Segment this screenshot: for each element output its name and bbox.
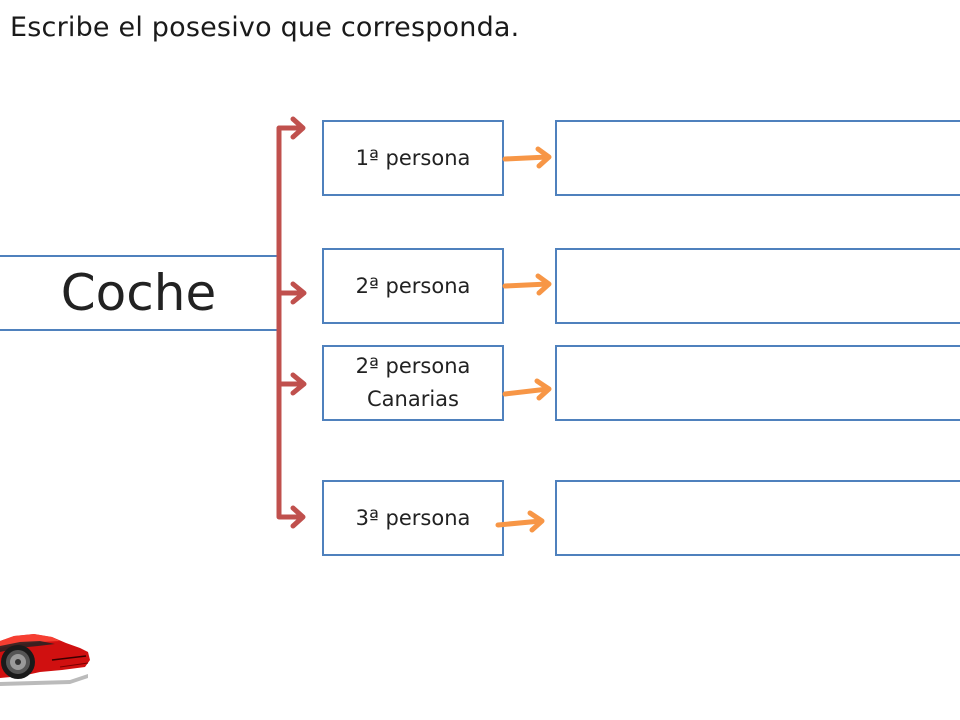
answer-box-3[interactable] <box>555 480 960 556</box>
person-label: 3ª persona <box>355 505 471 530</box>
answer-arrow-1 <box>502 154 551 162</box>
answer-arrow-head-3 <box>534 378 552 401</box>
person-label: 2ª persona <box>355 273 471 298</box>
answer-arrow-4 <box>495 518 544 528</box>
person-box-2-canarias: 2ª persona Canarias <box>322 345 504 421</box>
branch-arrow-head-2 <box>290 281 307 305</box>
branch-arrow-head-1 <box>290 116 306 140</box>
answer-arrow-head-4 <box>527 510 545 533</box>
answer-arrow-3 <box>502 386 551 397</box>
answer-arrow-2 <box>502 281 551 289</box>
branch-arrows <box>276 116 307 529</box>
answer-arrows <box>495 146 552 533</box>
answer-input-2[interactable] <box>557 250 960 322</box>
person-box-3: 3ª persona <box>322 480 504 556</box>
noun-box: Coche <box>0 255 279 331</box>
person-label: 1ª persona <box>355 145 471 170</box>
answer-box-2[interactable] <box>555 248 960 324</box>
answer-arrow-head-2 <box>535 273 552 296</box>
answer-input-2-canarias[interactable] <box>557 347 960 419</box>
noun-label: Coche <box>60 264 217 322</box>
answer-box-1[interactable] <box>555 120 960 196</box>
answer-arrow-head-1 <box>535 146 552 169</box>
branch-arrow-4 <box>276 290 305 520</box>
answer-input-3[interactable] <box>557 482 960 554</box>
branch-arrow-head-3 <box>290 372 307 396</box>
person-label: 2ª persona <box>355 354 471 379</box>
branch-arrow-1 <box>276 125 305 296</box>
answer-input-1[interactable] <box>557 122 960 194</box>
instruction-text: Escribe el posesivo que corresponda. <box>10 12 520 43</box>
person-sublabel: Canarias <box>366 387 459 411</box>
person-box-2: 2ª persona <box>322 248 504 324</box>
answer-box-2-canarias[interactable] <box>555 345 960 421</box>
branch-arrow-head-4 <box>290 505 306 529</box>
car-icon <box>0 634 90 686</box>
